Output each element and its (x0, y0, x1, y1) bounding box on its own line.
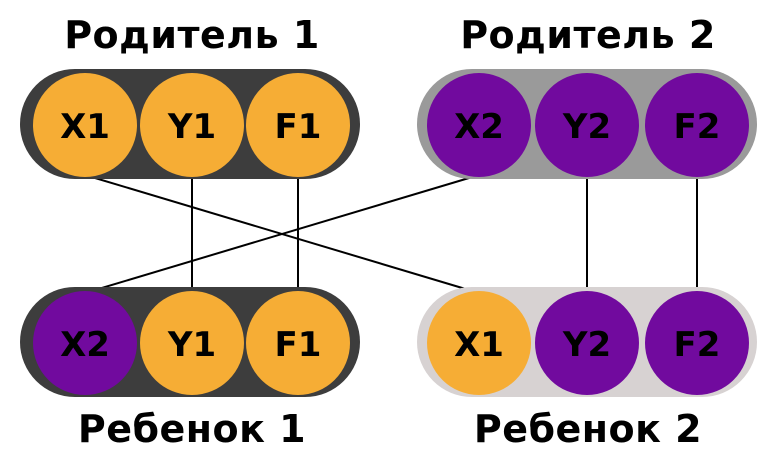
child-1-gene-1-label: X2 (60, 325, 110, 365)
child-1-title: Ребенок 1 (77, 407, 307, 451)
child-1-group: X2 Y1 F1 (20, 287, 360, 397)
parent-1-gene-2 (140, 73, 244, 177)
child-1-gene-3-label: F1 (275, 325, 322, 365)
child-2-gene-2 (535, 291, 639, 395)
parent-2-gene-2 (535, 73, 639, 177)
parent-2-gene-1-label: X2 (454, 107, 504, 147)
child-1-gene-3 (246, 291, 350, 395)
parent-1-gene-1 (33, 73, 137, 177)
child-2-gene-3-label: F2 (674, 325, 721, 365)
child-2-gene-2-label: Y2 (562, 325, 611, 365)
parent-1-group: X1 Y1 F1 (20, 69, 360, 179)
child-1-gene-2 (140, 291, 244, 395)
parent-2-title: Родитель 2 (460, 13, 716, 57)
parent-2-gene-3 (645, 73, 749, 177)
parent-1-gene-2-label: Y1 (167, 107, 216, 147)
parent-2-gene-3-label: F2 (674, 107, 721, 147)
child-2-gene-1-label: X1 (454, 325, 504, 365)
connection-line-4 (84, 174, 480, 294)
child-1-gene-2-label: Y1 (167, 325, 216, 365)
parent-1-gene-3 (246, 73, 350, 177)
child-2-title: Ребенок 2 (473, 407, 703, 451)
connection-lines (84, 174, 698, 294)
parent-2-gene-2-label: Y2 (562, 107, 611, 147)
child-2-group: X1 Y2 F2 (417, 287, 757, 397)
parent-1-gene-1-label: X1 (60, 107, 110, 147)
parent-1-title: Родитель 1 (64, 13, 320, 57)
child-1-gene-1 (33, 291, 137, 395)
parent-1-gene-3-label: F1 (275, 107, 322, 147)
child-2-gene-3 (645, 291, 749, 395)
child-2-gene-1 (427, 291, 531, 395)
parent-2-gene-1 (427, 73, 531, 177)
parent-2-group: X2 Y2 F2 (417, 69, 757, 179)
